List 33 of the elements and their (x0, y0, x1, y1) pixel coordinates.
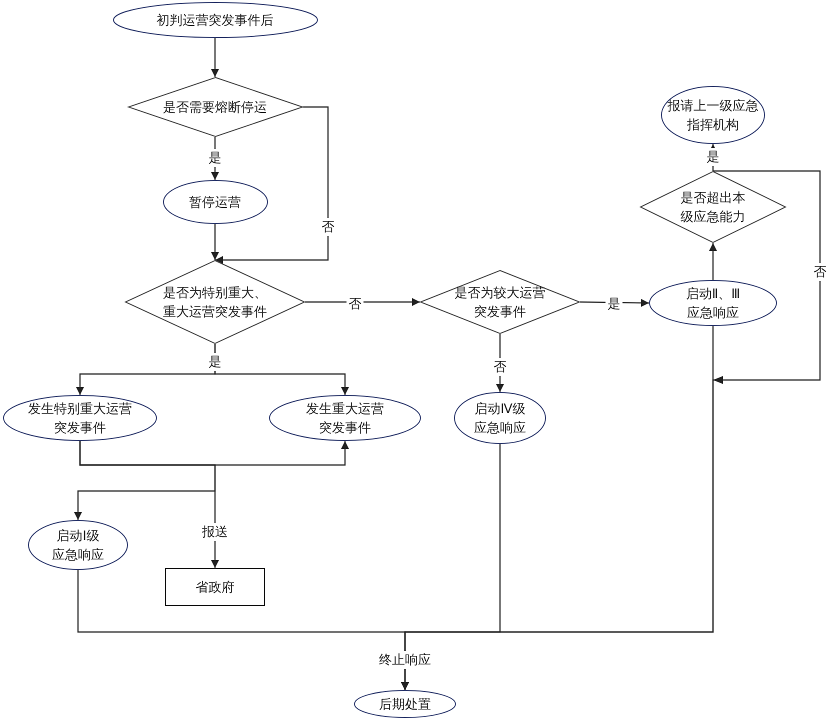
edge-label: 否 (346, 295, 364, 313)
terminal-ellipse: 启动Ⅳ级应急响应 (454, 392, 546, 444)
edge-label: 否 (320, 218, 336, 236)
terminal-ellipse: 发生重大运营突发事件 (269, 395, 421, 441)
arrow (79, 441, 219, 568)
arrow (211, 38, 219, 77)
terminal-ellipse: 后期处置 (354, 690, 456, 718)
process-box: 省政府 (165, 568, 265, 606)
arrow (401, 326, 714, 690)
decision-diamond: 是否为特别重大、重大运营突发事件 (125, 260, 305, 344)
arrow (211, 224, 219, 260)
arrow (214, 344, 349, 395)
terminal-ellipse: 初判运营突发事件后 (112, 2, 318, 38)
arrow (709, 243, 717, 280)
edge-label: 否 (812, 263, 828, 281)
arrow (215, 106, 329, 264)
edge-label: 否 (492, 358, 508, 376)
edge-label: 是 (206, 149, 224, 167)
arrow (305, 298, 420, 306)
terminal-ellipse: 暂停运营 (162, 180, 268, 224)
edge-label: 是 (606, 295, 622, 313)
edge-label: 是 (206, 353, 224, 371)
terminal-ellipse: 报请上一级应急指挥机构 (661, 86, 765, 144)
terminal-ellipse: 发生特别重大运营突发事件 (3, 395, 157, 441)
terminal-ellipse: 启动Ⅱ、Ⅲ应急响应 (649, 280, 777, 326)
edge-label: 是 (704, 148, 722, 166)
decision-diamond: 是否需要熔断停运 (128, 77, 302, 137)
decision-diamond: 是否为较大运营突发事件 (420, 270, 580, 334)
decision-diamond: 是否超出本级应急能力 (640, 171, 786, 243)
edge-label: 报送 (200, 523, 230, 541)
arrow (580, 298, 649, 307)
edge-label: 终止响应 (377, 651, 433, 669)
terminal-ellipse: 启动Ⅰ级应急响应 (28, 520, 128, 570)
